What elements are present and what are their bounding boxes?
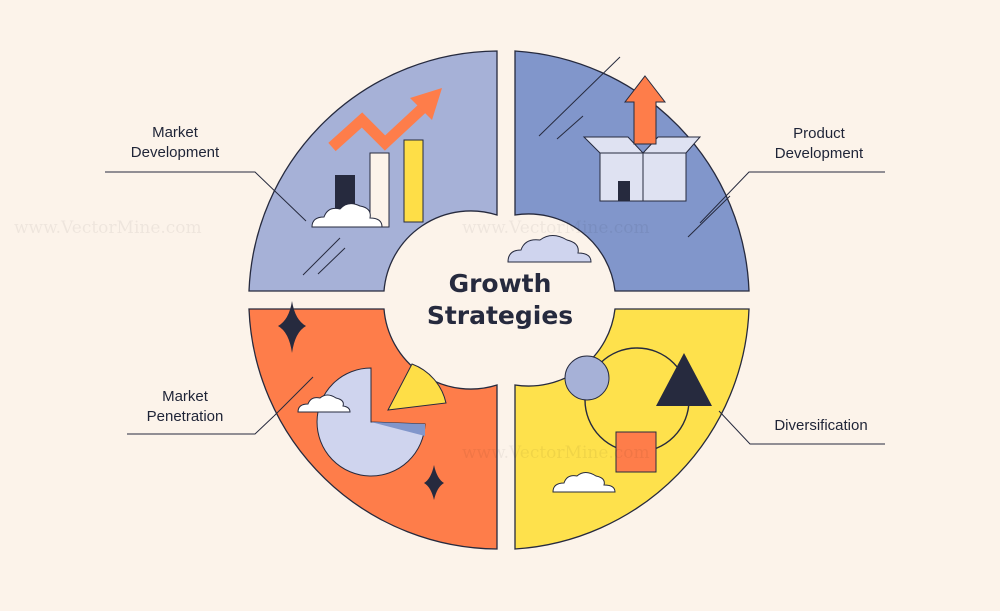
square-shape-icon bbox=[615, 431, 657, 473]
watermark-text: www.VectorMine.com bbox=[462, 443, 650, 463]
quadrant-diversification bbox=[514, 308, 750, 550]
center-title-line1: Growth bbox=[448, 269, 552, 298]
segment-diversification bbox=[514, 308, 750, 550]
callout-line-product-development bbox=[699, 171, 885, 224]
callout-line-market-development bbox=[105, 171, 307, 222]
trend-arrow-icon bbox=[328, 88, 442, 152]
callout-line-diversification bbox=[718, 410, 885, 445]
cloud-icon bbox=[507, 235, 592, 263]
center-title: Growth Strategies bbox=[400, 268, 600, 332]
sparkle-icon bbox=[278, 301, 306, 353]
triangle-shape-icon bbox=[656, 353, 712, 406]
watermark-text: www.VectorMine.com bbox=[14, 218, 202, 238]
center-title-line2: Strategies bbox=[426, 301, 574, 330]
up-arrow-icon bbox=[623, 75, 667, 145]
open-box-icon bbox=[582, 136, 702, 202]
quadrant-market-penetration bbox=[248, 301, 498, 550]
cloud-icon bbox=[297, 394, 351, 413]
label-market-penetration: Market Penetration bbox=[146, 388, 224, 425]
callout-line-market-penetration bbox=[127, 415, 275, 435]
label-product-development: Product Development bbox=[774, 125, 864, 162]
circle-shape-icon bbox=[564, 355, 610, 401]
quadrant-market-development bbox=[248, 50, 498, 292]
label-market-development: Market Development bbox=[130, 124, 220, 161]
bar-yellow bbox=[403, 139, 424, 223]
pie-chart-icon bbox=[316, 363, 447, 477]
watermark-text: www.VectorMine.com bbox=[462, 218, 650, 238]
quadrant-product-development bbox=[514, 50, 750, 292]
label-diversification: Diversification bbox=[774, 417, 868, 434]
cloud-icon bbox=[552, 472, 616, 493]
bar-white bbox=[369, 152, 390, 228]
cloud-icon bbox=[311, 203, 383, 228]
sparkle-icon bbox=[424, 465, 444, 500]
